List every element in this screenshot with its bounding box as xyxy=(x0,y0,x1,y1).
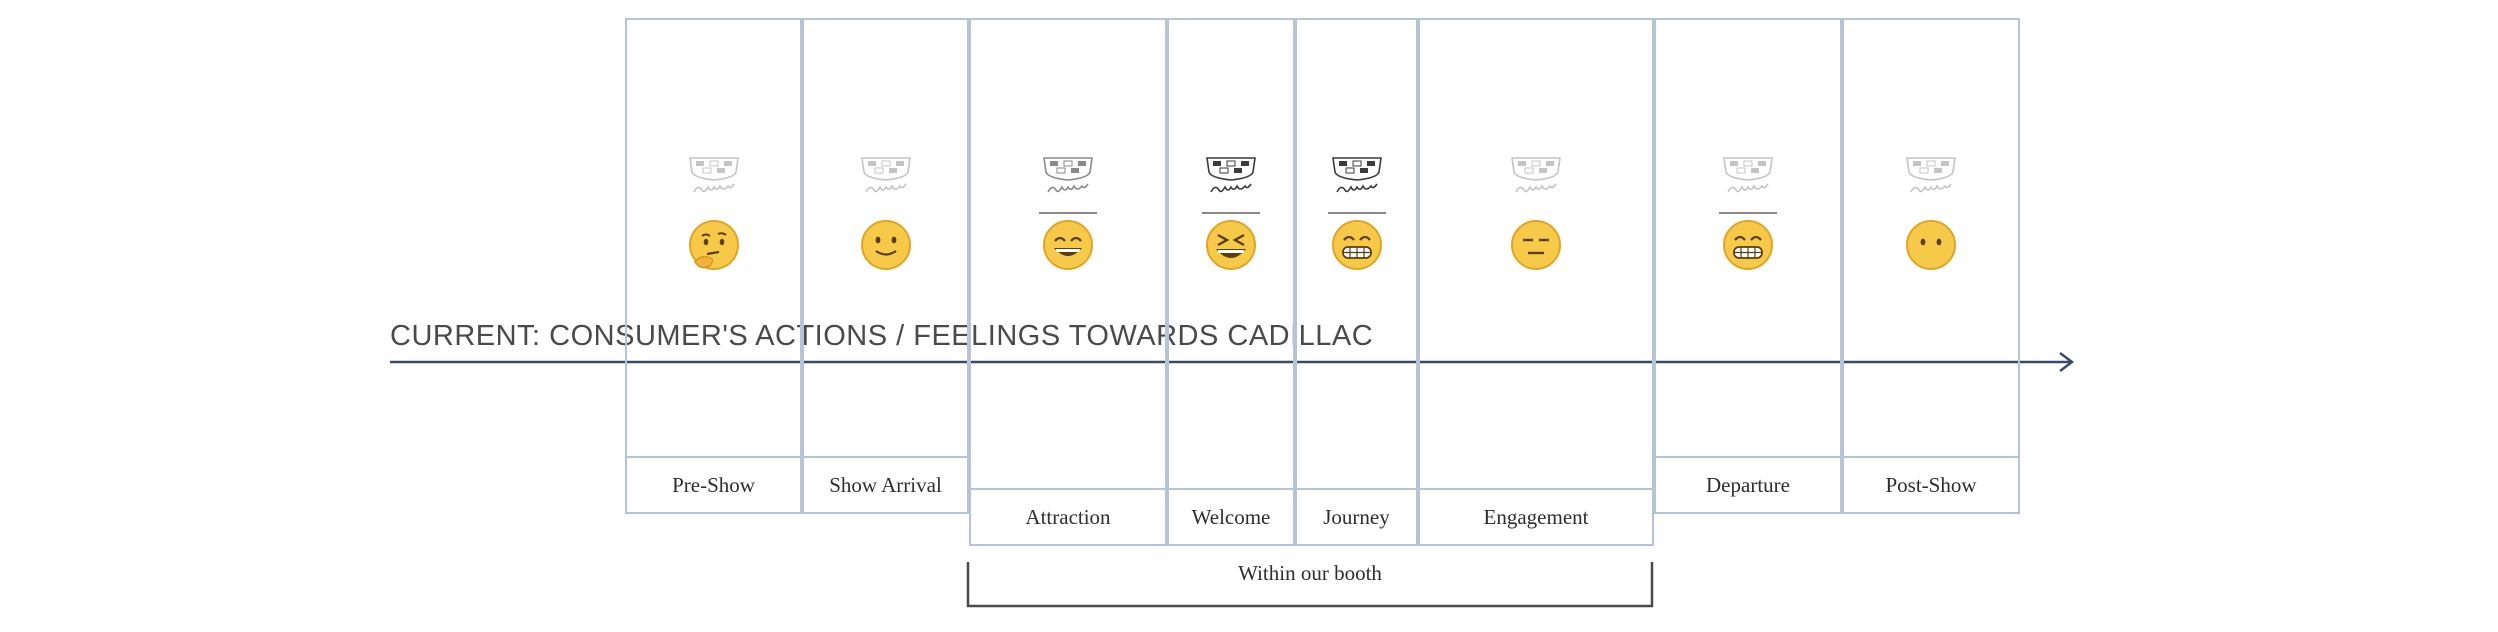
slightly-smiling-face-icon xyxy=(859,218,913,272)
stage-column-journey: Journey xyxy=(1295,18,1418,546)
booth-bracket xyxy=(966,562,1654,608)
logo-underline xyxy=(1202,212,1260,214)
stage-label: Welcome xyxy=(1169,488,1293,544)
cadillac-logo-icon xyxy=(1506,150,1566,210)
diagram-heading: CURRENT: CONSUMER'S ACTIONS / FEELINGS T… xyxy=(390,320,1374,352)
booth-group-label: Within our booth xyxy=(1238,561,1382,585)
cadillac-logo-icon xyxy=(684,150,744,210)
stage-label: Post-Show xyxy=(1844,456,2018,512)
cadillac-logo-icon xyxy=(856,150,916,210)
cadillac-logo-icon xyxy=(1327,150,1387,210)
cadillac-logo-icon xyxy=(1038,150,1098,210)
cadillac-logo-icon xyxy=(1201,150,1261,210)
grimacing-face-icon xyxy=(1330,218,1384,272)
stage-label: Engagement xyxy=(1420,488,1652,544)
stage-label: Journey xyxy=(1297,488,1416,544)
stage-column-post-show: Post-Show xyxy=(1842,18,2020,514)
stage-column-engagement: Engagement xyxy=(1418,18,1654,546)
stage-label: Attraction xyxy=(971,488,1165,544)
cadillac-logo-icon xyxy=(1901,150,1961,210)
thinking-face-icon xyxy=(687,218,741,272)
expressionless-face-icon xyxy=(1509,218,1563,272)
logo-underline xyxy=(1327,212,1386,214)
grinning-face-smiling-eyes-icon xyxy=(1041,218,1095,272)
cadillac-logo-icon xyxy=(1718,150,1778,210)
face-without-mouth-icon xyxy=(1904,218,1958,272)
logo-underline xyxy=(1039,212,1097,214)
logo-underline xyxy=(1719,212,1777,214)
stage-column-departure: Departure xyxy=(1654,18,1842,514)
timeline-arrow-head xyxy=(2059,352,2075,372)
stage-column-pre-show: Pre-Show xyxy=(625,18,802,514)
stage-column-attraction: Attraction xyxy=(969,18,1167,546)
stage-label: Show Arrival xyxy=(804,456,967,512)
stage-column-welcome: Welcome xyxy=(1167,18,1295,546)
stage-label: Departure xyxy=(1656,456,1840,512)
grimacing-face-icon xyxy=(1721,218,1775,272)
laughing-squinting-face-icon xyxy=(1204,218,1258,272)
stage-label: Pre-Show xyxy=(627,456,800,512)
stage-column-show-arrival: Show Arrival xyxy=(802,18,969,514)
